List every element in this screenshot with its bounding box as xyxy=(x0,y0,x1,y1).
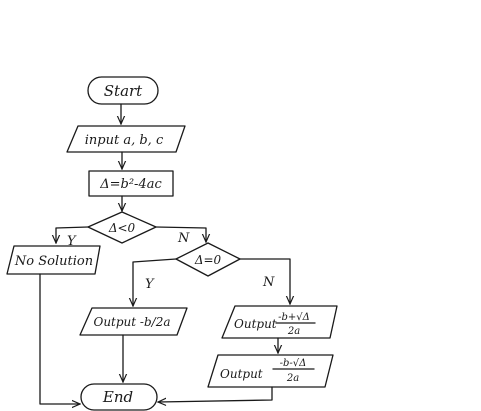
input-parallelogram: input a, b, c xyxy=(66,125,186,153)
decision-zero-label: Δ=0 xyxy=(194,253,222,267)
decision-negative-no-label: N xyxy=(177,231,190,246)
output-single-label: Output -b/2a xyxy=(93,315,170,329)
end-terminal: End xyxy=(80,383,158,411)
output-root-plus-label: Output xyxy=(234,317,277,331)
arrow-zero-no xyxy=(239,258,290,304)
start-label: Start xyxy=(104,82,143,100)
arrow-negative-yes xyxy=(56,226,89,243)
output-root-plus-parallelogram: Output -b+√Δ 2a xyxy=(221,305,338,339)
output-root-minus-label: Output xyxy=(220,367,263,381)
delta-assign-process: Δ=b²-4ac xyxy=(88,170,174,197)
no-solution-label: No Solution xyxy=(14,254,93,269)
decision-negative-yes-label: Y xyxy=(67,234,77,249)
output-root-minus-numerator: -b-√Δ xyxy=(280,358,307,369)
delta-assign-label: Δ=b²-4ac xyxy=(99,177,162,192)
output-root-minus-parallelogram: Output -b-√Δ 2a xyxy=(207,354,334,388)
decision-negative-diamond: Δ<0 xyxy=(87,211,157,244)
end-label: End xyxy=(102,388,133,406)
decision-zero-diamond: Δ=0 xyxy=(175,242,241,277)
arrow-zero-yes xyxy=(133,258,177,306)
no-solution-parallelogram: No Solution xyxy=(6,245,101,275)
output-single-parallelogram: Output -b/2a xyxy=(79,307,188,336)
output-root-minus-denominator: 2a xyxy=(286,373,299,384)
output-root-plus-denominator: 2a xyxy=(287,326,300,337)
input-label: input a, b, c xyxy=(85,133,164,148)
decision-zero-no-label: N xyxy=(262,275,275,290)
arrow-root-minus-to-end xyxy=(158,386,273,402)
arrow-negative-no xyxy=(155,226,206,242)
decision-negative-label: Δ<0 xyxy=(108,221,136,235)
decision-zero-yes-label: Y xyxy=(145,277,155,292)
arrow-no-solution-to-end xyxy=(39,273,80,404)
start-terminal: Start xyxy=(87,76,159,105)
output-root-plus-numerator: -b+√Δ xyxy=(278,312,310,323)
